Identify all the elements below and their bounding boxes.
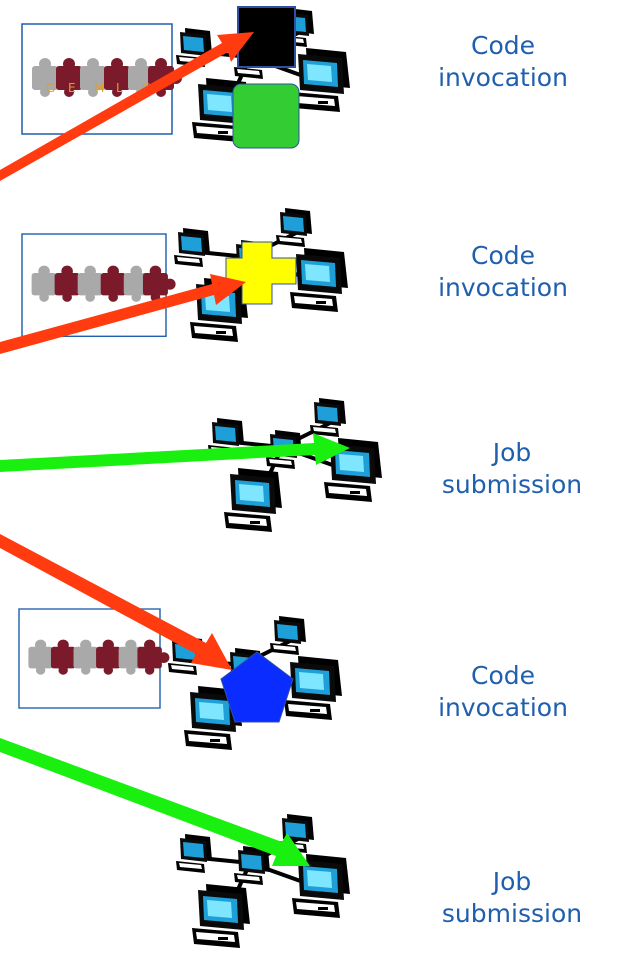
caption-line: Code xyxy=(470,31,535,60)
puzzle-letter: L xyxy=(116,81,123,95)
caption-line: invocation xyxy=(438,63,568,92)
computer-cluster-3 xyxy=(208,398,382,532)
red-arrow-3 xyxy=(0,534,232,670)
green-square xyxy=(232,83,300,149)
caption-line: Code xyxy=(470,241,535,270)
caption-line: Code xyxy=(470,661,535,690)
red-arrow-2 xyxy=(0,274,246,354)
caption-job-submission-2: Job submission xyxy=(437,866,587,930)
caption-code-invocation-3: Code invocation xyxy=(428,660,578,724)
computer-cluster-5 xyxy=(176,814,350,948)
green-arrow-1 xyxy=(0,433,350,472)
puzzle-letter: M xyxy=(94,81,104,95)
caption-job-submission-1: Job submission xyxy=(437,437,587,501)
caption-line: invocation xyxy=(438,273,568,302)
caption-line: submission xyxy=(441,470,583,499)
yellow-cross xyxy=(225,241,297,305)
puzzle-letter: E xyxy=(68,81,76,95)
caption-code-invocation-2: Code invocation xyxy=(428,240,578,304)
red-arrow-1 xyxy=(0,32,254,181)
caption-line: Job xyxy=(492,867,532,896)
caption-line: invocation xyxy=(438,693,568,722)
caption-code-invocation-1: Code invocation xyxy=(428,30,578,94)
green-arrow-2 xyxy=(0,738,310,866)
caption-line: Job xyxy=(492,438,532,467)
caption-line: submission xyxy=(441,899,583,928)
puzzle-letter: G xyxy=(46,81,55,95)
blue-pentagon xyxy=(220,651,294,723)
